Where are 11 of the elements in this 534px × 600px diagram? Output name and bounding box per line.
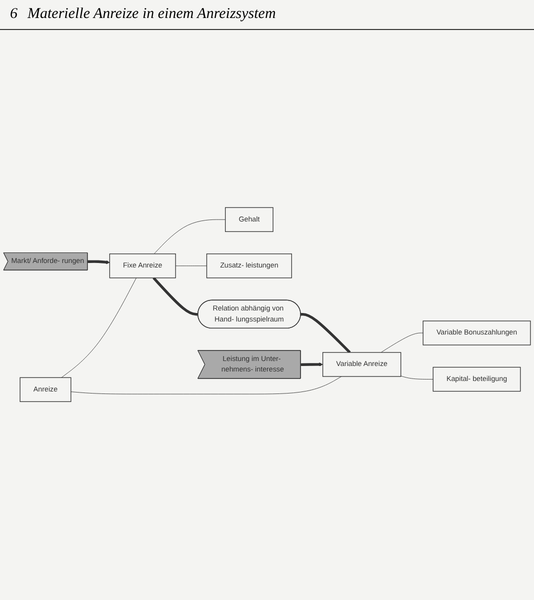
arrow <box>300 362 323 367</box>
connector <box>400 376 434 380</box>
page-header: Materielle Anreize in einem Anreizsystem <box>28 6 276 23</box>
connector <box>61 278 137 378</box>
arrow <box>88 260 110 265</box>
page-number: 6 <box>10 6 18 22</box>
connector <box>154 220 226 254</box>
connector <box>300 313 351 354</box>
connector <box>70 376 342 395</box>
connector <box>380 333 424 354</box>
connector <box>152 277 198 316</box>
